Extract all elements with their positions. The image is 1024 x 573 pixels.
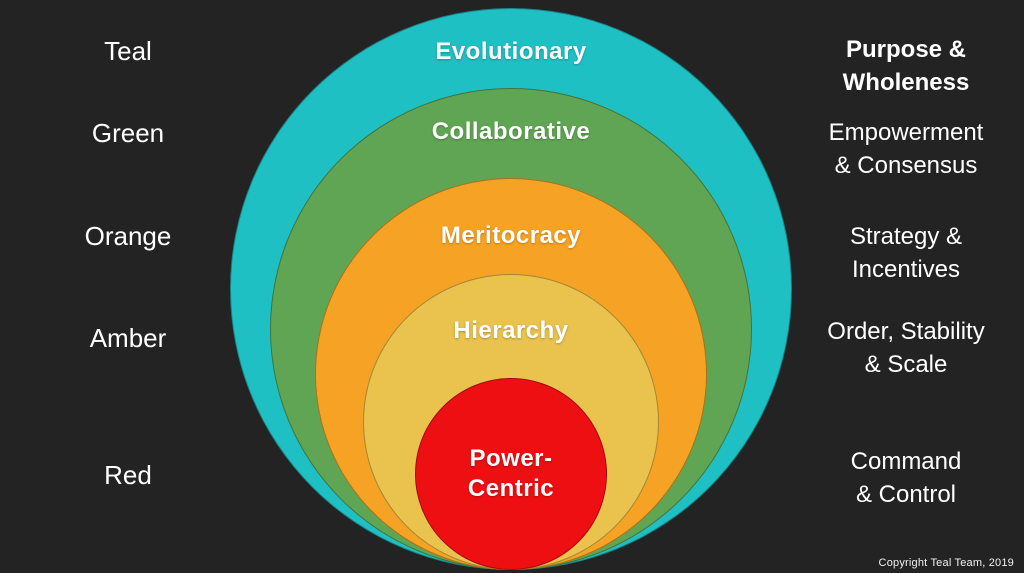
left-label-orange: Orange [84,221,172,251]
circle-label-hierarchy: Hierarchy [453,317,569,344]
circle-red-power-centric [415,378,607,570]
left-label-red: Red [104,460,152,490]
circle-label-collaborative: Collaborative [431,118,591,145]
right-label-command-control: Command & Control [850,448,962,508]
circle-label-meritocracy: Meritocracy [440,222,582,249]
right-label-empowerment-consensus: Empowerment & Consensus [828,119,984,179]
right-label-purpose-wholeness: Purpose & Wholeness [842,36,970,96]
left-label-teal: Teal [104,36,152,66]
copyright-text: Copyright Teal Team, 2019 [878,557,1014,569]
circle-label-power-centric: Power- Centric [467,445,555,502]
left-label-amber: Amber [89,323,167,353]
right-label-strategy-incentives: Strategy & Incentives [849,223,963,283]
left-label-green: Green [91,118,165,148]
circle-label-evolutionary: Evolutionary [435,38,587,65]
right-label-order-stability-scale: Order, Stability & Scale [827,318,985,378]
